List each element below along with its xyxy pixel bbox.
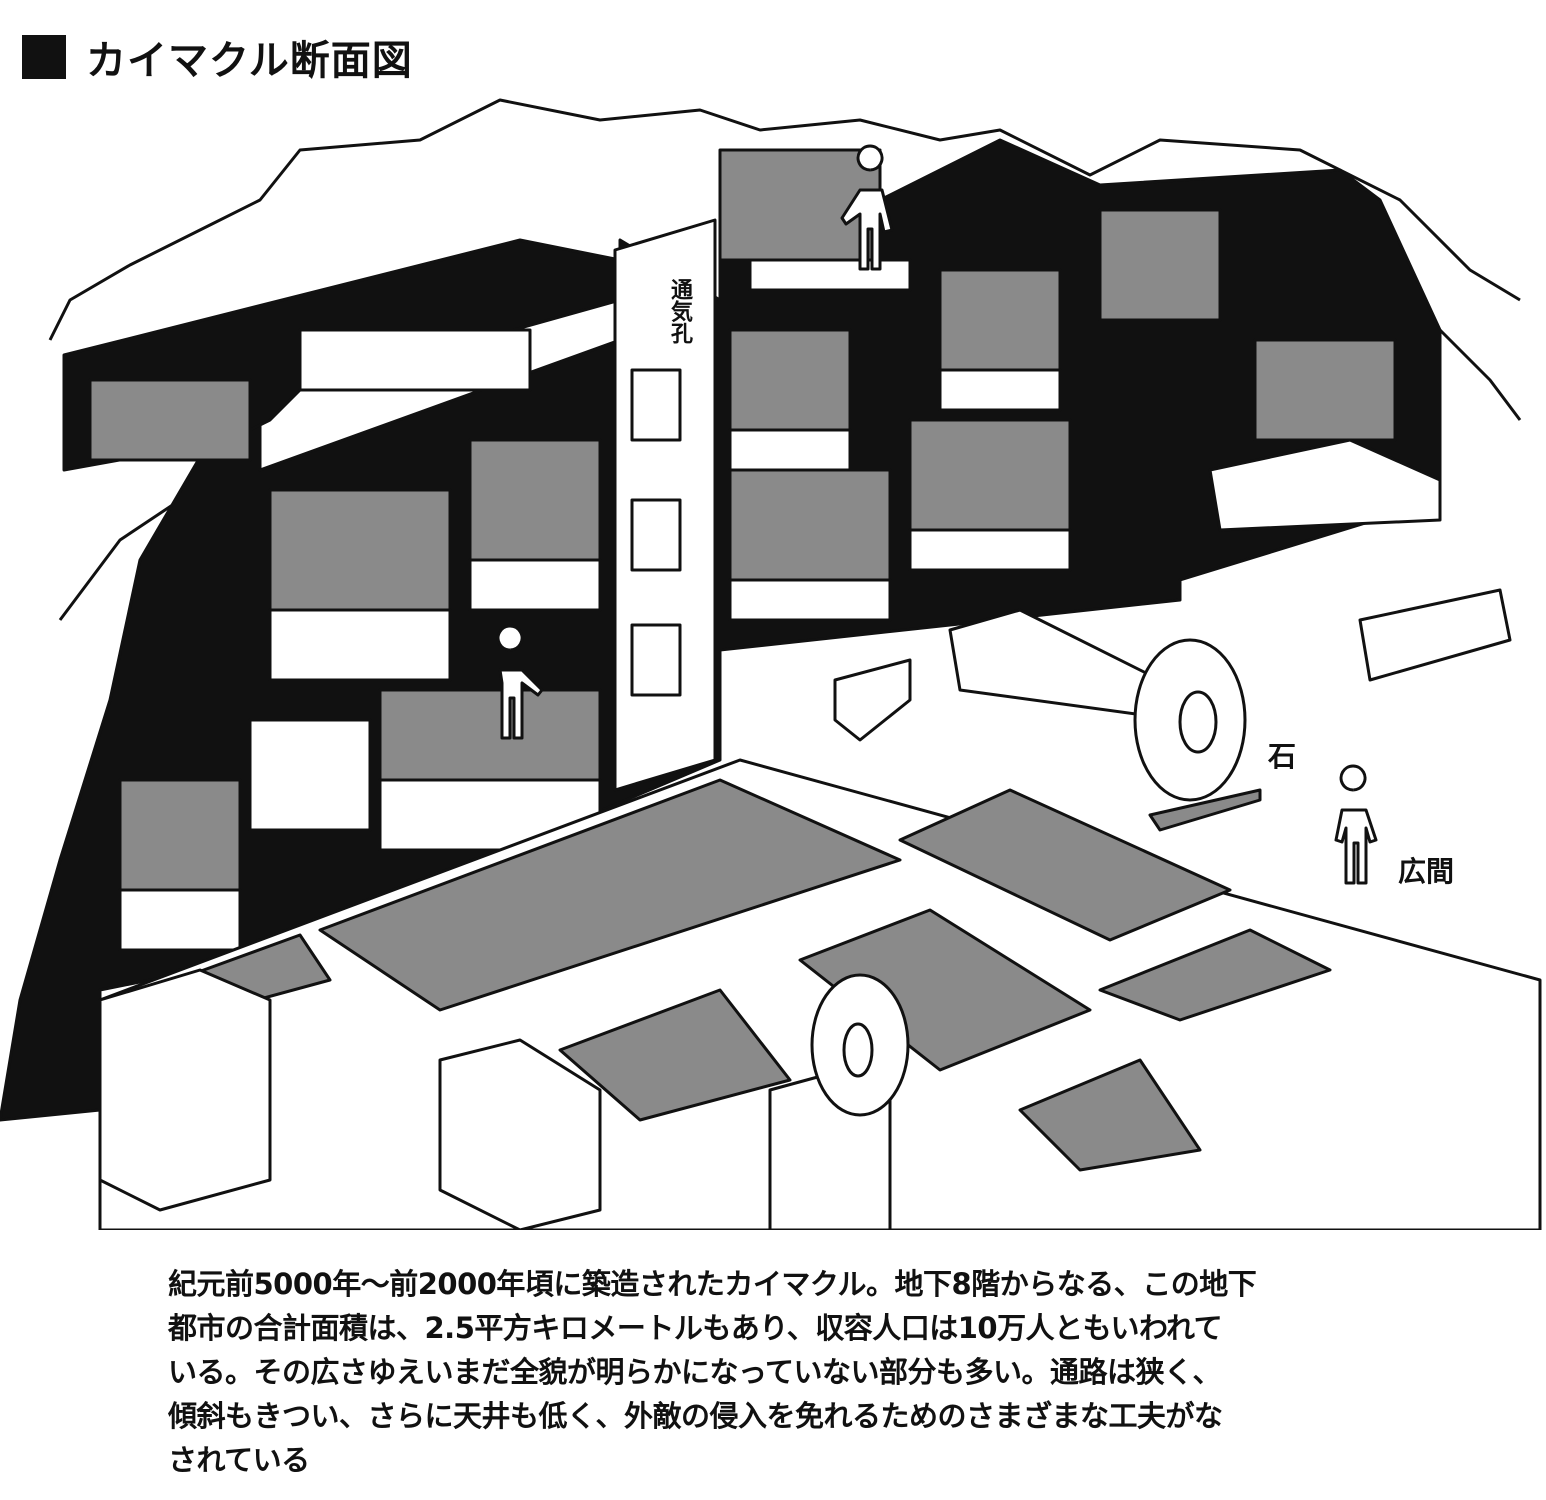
title-text: カイマクル断面図 (86, 38, 413, 84)
lower-pits (188, 778, 1332, 1172)
vent-window (630, 498, 682, 572)
vent-window (630, 368, 682, 442)
person-figure (496, 144, 1378, 885)
hill-right (1438, 328, 1522, 421)
label-vent: 通気孔 (667, 278, 692, 344)
mountain-outline (48, 98, 1521, 341)
label-stone: 石 (1268, 740, 1297, 773)
title-square-bullet (22, 35, 66, 79)
rolling-stone-door-lower (810, 973, 910, 1117)
underground-city-cross-section (0, 98, 1542, 1230)
label-hall: 広間 (1398, 855, 1455, 888)
figure-title: カイマクル断面図 (22, 28, 413, 86)
rolling-stone-door (1133, 638, 1262, 832)
right-rooms (718, 148, 1397, 622)
vent-window (630, 623, 682, 697)
caption: 紀元前5000年～前2000年頃に築造されたカイマクル。地下8階からなる、この地… (168, 1262, 1257, 1482)
caption-line: されている (168, 1443, 310, 1477)
left-rooms (88, 328, 602, 952)
caption-line: 紀元前5000年～前2000年頃に築造されたカイマクル。地下8階からなる、この地… (168, 1267, 1257, 1301)
caption-line: 傾斜もきつい、さらに天井も低く、外敵の侵入を免れるためのさまざまな工夫がな (168, 1399, 1223, 1433)
caption-line: 都市の合計面積は、2.5平方キロメートルもあり、収容人口は10万人ともいわれて (168, 1311, 1223, 1345)
caption-line: いる。その広さゆえいまだ全貌が明らかになっていない部分も多い。通路は狭く、 (168, 1355, 1222, 1389)
